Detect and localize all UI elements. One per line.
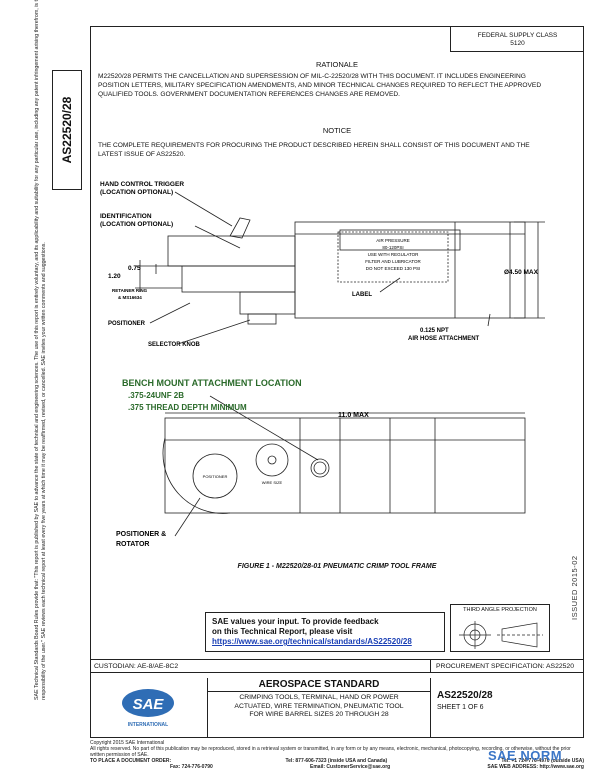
label-ident: IDENTIFICATION bbox=[100, 213, 152, 220]
projection-symbol-icon bbox=[459, 621, 543, 649]
plate-line-1: AIR PRESSURE bbox=[376, 238, 410, 243]
custodian: CUSTODIAN: AE-8/AE-8C2 bbox=[94, 663, 179, 670]
bench-mount-depth: .375 THREAD DEPTH MINIMUM bbox=[128, 403, 247, 412]
fed-class-code: 5120 bbox=[510, 40, 525, 47]
issued-date: ISSUED 2015-02 bbox=[570, 555, 579, 620]
desc-line-2: ACTUATED, WIRE TERMINATION, PNEUMATIC TO… bbox=[234, 702, 404, 710]
label-positioner: POSITIONER bbox=[108, 321, 146, 327]
footer: Copyright 2015 SAE International All rig… bbox=[90, 740, 584, 770]
doc-number: AS22520/28 bbox=[437, 690, 493, 701]
custodian-bar: CUSTODIAN: AE-8/AE-8C2 PROCUREMENT SPECI… bbox=[90, 659, 584, 673]
label-plate bbox=[337, 231, 449, 283]
dim-length: 11.0 MAX bbox=[338, 412, 369, 419]
plate-line-3: USE WITH REGULATOR bbox=[368, 252, 420, 257]
feedback-link[interactable]: https://www.sae.org/technical/standards/… bbox=[212, 637, 412, 646]
rationale-title: RATIONALE bbox=[316, 60, 358, 69]
order-row: TO PLACE A DOCUMENT ORDER: Tel: 877-606-… bbox=[90, 758, 584, 764]
plate-line-2: 80-120PSI bbox=[382, 245, 403, 250]
third-angle-projection: THIRD ANGLE PROJECTION bbox=[450, 604, 550, 652]
fax: Fax: 724-776-0790 bbox=[170, 764, 213, 770]
desc-line-3: FOR WIRE BARREL SIZES 20 THROUGH 28 bbox=[249, 711, 389, 718]
label-positioner-rotator: POSITIONER & bbox=[116, 531, 166, 538]
doc-number-cell: AS22520/28 SHEET 1 OF 6 bbox=[430, 678, 584, 738]
feedback-box: SAE values your input. To provide feedba… bbox=[205, 612, 445, 652]
svg-text:INTERNATIONAL: INTERNATIONAL bbox=[128, 722, 168, 728]
trigger-shape bbox=[229, 217, 251, 239]
standard-heading: AEROSPACE STANDARD bbox=[208, 678, 430, 692]
plate-line-5: DO NOT EXCEED 130 PSI bbox=[366, 266, 420, 271]
sheet-number: SHEET 1 OF 6 bbox=[437, 704, 484, 711]
copyright: Copyright 2015 SAE International bbox=[90, 740, 165, 746]
bench-mount-thread: .375-24UNF 2B bbox=[128, 391, 184, 400]
desc-line-1: CRIMPING TOOLS, TERMINAL, HAND OR POWER bbox=[239, 694, 399, 701]
page-frame bbox=[90, 26, 584, 738]
feedback-line-1: SAE values your input. To provide feedba… bbox=[212, 617, 379, 626]
contact-row: Fax: 724-776-0790 Email: CustomerService… bbox=[90, 764, 584, 770]
title-block: SAE INTERNATIONAL AEROSPACE STANDARD CRI… bbox=[90, 678, 584, 738]
svg-text:SAE: SAE bbox=[133, 696, 165, 713]
vertical-doc-number: AS22520/28 bbox=[52, 70, 82, 190]
logo-cell: SAE INTERNATIONAL bbox=[90, 678, 208, 738]
sae-logo-icon: SAE INTERNATIONAL bbox=[122, 689, 174, 728]
upper-housing bbox=[339, 229, 461, 251]
notice-title: NOTICE bbox=[322, 126, 352, 135]
label-retainer: RETAINER RING bbox=[112, 288, 148, 293]
bench-mount-hole bbox=[313, 461, 327, 475]
frame-curve bbox=[162, 437, 231, 514]
label-airhose: AIR HOSE ATTACHMENT bbox=[408, 336, 480, 342]
label-npt: 0.125 NPT bbox=[420, 328, 449, 334]
label-diameter: Ø4.50 MAX bbox=[504, 269, 539, 276]
dial-label-2: WIRE SIZE bbox=[262, 480, 283, 485]
front-head bbox=[167, 235, 296, 267]
label-ident-2: (LOCATION OPTIONAL) bbox=[100, 221, 173, 228]
label-label: LABEL bbox=[352, 292, 372, 298]
tool-drawing: HAND CONTROL TRIGGER (LOCATION OPTIONAL)… bbox=[100, 181, 545, 548]
label-positioner-rotator-2: ROTATOR bbox=[116, 541, 149, 548]
dim-075: 0.75 bbox=[128, 265, 141, 272]
web-address[interactable]: SAE WEB ADDRESS: http://www.sae.org bbox=[487, 764, 584, 770]
email[interactable]: Email: CustomerService@sae.org bbox=[310, 764, 391, 770]
fed-class-label: FEDERAL SUPPLY CLASS bbox=[477, 32, 558, 39]
frame-lower-outline bbox=[164, 417, 526, 514]
dim-120: 1.20 bbox=[108, 273, 121, 280]
label-trigger: HAND CONTROL TRIGGER bbox=[100, 181, 184, 188]
notice-text: THE COMPLETE REQUIREMENTS FOR PROCURING … bbox=[98, 142, 530, 158]
federal-supply-class-box: FEDERAL SUPPLY CLASS 5120 bbox=[450, 26, 584, 52]
order-label: TO PLACE A DOCUMENT ORDER: bbox=[90, 758, 172, 764]
vertical-doc-number-text: AS22520/28 bbox=[60, 96, 74, 164]
label-selector: SELECTOR KNOB bbox=[148, 342, 201, 348]
positioner-disc bbox=[192, 453, 238, 499]
label-retainer-2: & MS16634 bbox=[118, 295, 142, 300]
procurement-spec: PROCUREMENT SPECIFICATION: AS22520 bbox=[436, 663, 574, 670]
rights: All rights reserved. No part of this pub… bbox=[90, 746, 571, 758]
watermark: SAE NORM bbox=[488, 748, 563, 763]
figure-caption: FIGURE 1 - M22520/28-01 PNEUMATIC CRIMP … bbox=[237, 563, 437, 570]
phone-usa: Tel: 877-606-7323 (inside USA and Canada… bbox=[285, 758, 388, 764]
rationale-text: M22520/28 PERMITS THE CANCELLATION AND S… bbox=[98, 73, 542, 98]
projection-title: THIRD ANGLE PROJECTION bbox=[463, 607, 537, 613]
feedback-line-2: on this Technical Report, please visit bbox=[212, 627, 353, 636]
legal-sidebar: SAE Technical Standards Board Rules prov… bbox=[34, 0, 47, 700]
plate-line-4: FILTER AND LUBRICATOR bbox=[365, 259, 421, 264]
dial-label: POSITIONER bbox=[203, 474, 228, 479]
label-trigger-2: (LOCATION OPTIONAL) bbox=[100, 189, 173, 196]
bench-mount-title: BENCH MOUNT ATTACHMENT LOCATION bbox=[122, 378, 302, 388]
phone-intl: Tel: +1 724-776-4970 (outside USA) bbox=[501, 758, 584, 764]
standard-description: CRIMPING TOOLS, TERMINAL, HAND OR POWER … bbox=[208, 694, 430, 720]
